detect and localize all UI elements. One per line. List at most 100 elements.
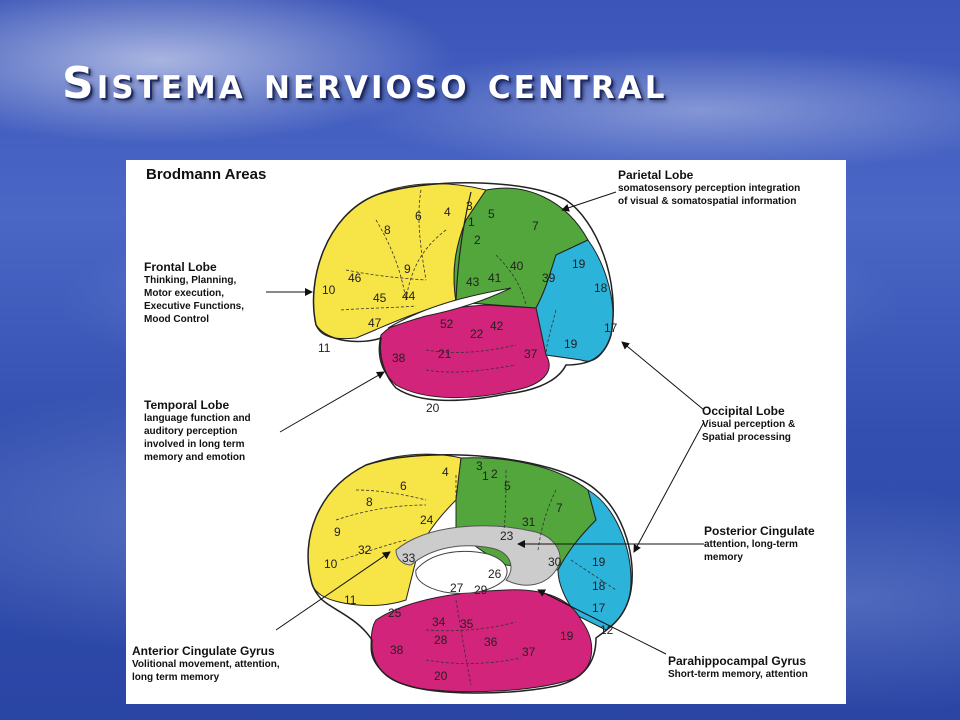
arrow-occipital-lateral xyxy=(621,341,705,411)
medial-area-24: 24 xyxy=(420,513,434,527)
medial-area-36: 36 xyxy=(484,635,498,649)
medial-area-8: 8 xyxy=(366,495,373,509)
medial-area-19-upper: 19 xyxy=(592,555,606,569)
medial-area-33: 33 xyxy=(402,551,416,565)
medial-area-7: 7 xyxy=(556,501,563,515)
brain-diagram: 8 6 4 3 1 2 5 7 9 46 10 4 5 44 47 11 43 4… xyxy=(266,182,705,694)
medial-area-17: 17 xyxy=(592,601,606,615)
lateral-area-3: 3 xyxy=(466,199,473,213)
medial-area-35: 35 xyxy=(460,617,474,631)
medial-area-1: 1 xyxy=(482,469,489,483)
lateral-sylvian-fissure xyxy=(387,287,512,329)
lateral-area-42: 42 xyxy=(490,319,504,333)
medial-area-5: 5 xyxy=(504,479,511,493)
medial-area-30: 30 xyxy=(548,555,562,569)
lateral-area-21: 21 xyxy=(438,347,452,361)
medial-area-10: 10 xyxy=(324,557,338,571)
lateral-area-8: 8 xyxy=(384,223,391,237)
lateral-area-numbers: 8 6 4 3 1 2 5 7 9 46 10 45 44 47 11 43 4… xyxy=(318,199,618,415)
lateral-area-18: 18 xyxy=(594,281,608,295)
medial-area-31: 31 xyxy=(522,515,536,529)
label-anterior-cingulate: Anterior Cingulate Gyrus Volitional move… xyxy=(132,644,280,684)
medial-area-28: 28 xyxy=(434,633,448,647)
label-parahippocampal-desc: Short-term memory, attention xyxy=(668,669,808,680)
label-occipital: Occipital Lobe Visual perception & Spati… xyxy=(702,404,795,444)
medial-area-38: 38 xyxy=(390,643,404,657)
lateral-area-41: 41 xyxy=(488,271,502,285)
lateral-area-10: 10 xyxy=(322,283,336,297)
lateral-area-7: 7 xyxy=(532,219,539,233)
medial-area-9: 9 xyxy=(334,525,341,539)
lateral-area-52: 52 xyxy=(440,317,454,331)
lateral-area-44: 44 xyxy=(402,289,416,303)
lateral-area-47: 47 xyxy=(368,316,382,330)
lateral-brain xyxy=(312,182,614,402)
slide-title: Sistema nervioso central xyxy=(62,58,668,109)
medial-area-6: 6 xyxy=(400,479,407,493)
arrow-occipital-medial xyxy=(633,421,705,553)
lateral-area-17: 17 xyxy=(604,321,618,335)
lateral-area-19-low: 19 xyxy=(564,337,578,351)
medial-area-32: 32 xyxy=(358,543,372,557)
lateral-area-11: 11 xyxy=(318,341,331,355)
label-parietal: Parietal Lobe somatosensory perception i… xyxy=(618,168,800,208)
arrow-parietal xyxy=(561,191,617,212)
lateral-area-4: 4 xyxy=(444,205,451,219)
medial-area-12: 12 xyxy=(600,623,614,637)
medial-area-18: 18 xyxy=(592,579,606,593)
medial-area-34: 34 xyxy=(432,615,446,629)
lateral-area-38: 38 xyxy=(392,351,406,365)
lateral-central-sulcus xyxy=(455,191,472,301)
lateral-area-20: 20 xyxy=(426,401,440,415)
lateral-outline xyxy=(312,182,614,402)
medial-temporal-lobe xyxy=(370,589,593,693)
medial-outline xyxy=(307,454,633,694)
label-parietal-desc: somatosensory perception integration of … xyxy=(618,183,801,207)
lateral-area-37: 37 xyxy=(524,347,538,361)
medial-area-20: 20 xyxy=(434,669,448,683)
lateral-area-2: 2 xyxy=(474,233,481,247)
label-posterior-cingulate-desc: attention, long-term memory xyxy=(704,539,798,563)
lateral-area-19-lat: 19 xyxy=(572,257,586,271)
medial-area-29: 29 xyxy=(474,583,488,597)
label-parahippocampal-head: Parahippocampal Gyrus xyxy=(668,654,807,668)
label-occipital-desc: Visual perception & Spatial processing xyxy=(702,419,796,443)
medial-sulci xyxy=(335,469,617,686)
label-temporal: Temporal Lobe language function and audi… xyxy=(144,398,251,464)
medial-area-2: 2 xyxy=(491,467,498,481)
figure-title: Brodmann Areas xyxy=(146,166,267,183)
lateral-area-22: 22 xyxy=(470,327,484,341)
label-posterior-cingulate-head: Posterior Cingulate xyxy=(704,524,815,538)
label-frontal: Frontal Lobe Thinking, Planning, Motor e… xyxy=(144,260,244,326)
medial-area-11: 11 xyxy=(344,593,357,607)
lateral-area-40: 40 xyxy=(510,259,524,273)
lateral-area-5: 5 xyxy=(488,207,495,221)
lateral-area-43: 43 xyxy=(466,275,480,289)
label-anterior-cingulate-desc: Volitional movement, attention, long ter… xyxy=(132,659,280,683)
medial-inner-space xyxy=(415,550,508,594)
medial-area-23: 23 xyxy=(500,529,514,543)
brodmann-figure: Brodmann Areas xyxy=(126,160,846,704)
arrow-parahippocampal xyxy=(537,589,667,655)
label-frontal-head: Frontal Lobe xyxy=(144,260,217,274)
lateral-area-1: 1 xyxy=(468,215,475,229)
arrow-temporal xyxy=(279,371,385,433)
lateral-sulci xyxy=(340,189,557,373)
pointer-arrows xyxy=(266,191,705,655)
medial-area-37: 37 xyxy=(522,645,536,659)
medial-area-numbers: 4 3 1 2 5 6 8 7 9 24 31 23 32 33 30 19 1… xyxy=(324,459,614,683)
medial-area-19-lower: 19 xyxy=(560,629,574,643)
medial-area-4: 4 xyxy=(442,465,449,479)
lateral-area-9: 9 xyxy=(404,262,411,276)
medial-area-27: 27 xyxy=(450,581,464,595)
label-temporal-head: Temporal Lobe xyxy=(144,398,230,412)
label-parietal-head: Parietal Lobe xyxy=(618,168,694,182)
medial-area-3: 3 xyxy=(476,459,483,473)
label-parahippocampal: Parahippocampal Gyrus Short-term memory,… xyxy=(668,654,808,681)
label-temporal-desc: language function and auditory perceptio… xyxy=(144,413,251,463)
label-anterior-cingulate-head: Anterior Cingulate Gyrus xyxy=(132,644,275,658)
lateral-area-46: 46 xyxy=(348,271,362,285)
medial-area-26: 26 xyxy=(488,567,502,581)
lateral-area-39: 39 xyxy=(542,271,556,285)
label-posterior-cingulate: Posterior Cingulate attention, long-term… xyxy=(704,524,815,564)
